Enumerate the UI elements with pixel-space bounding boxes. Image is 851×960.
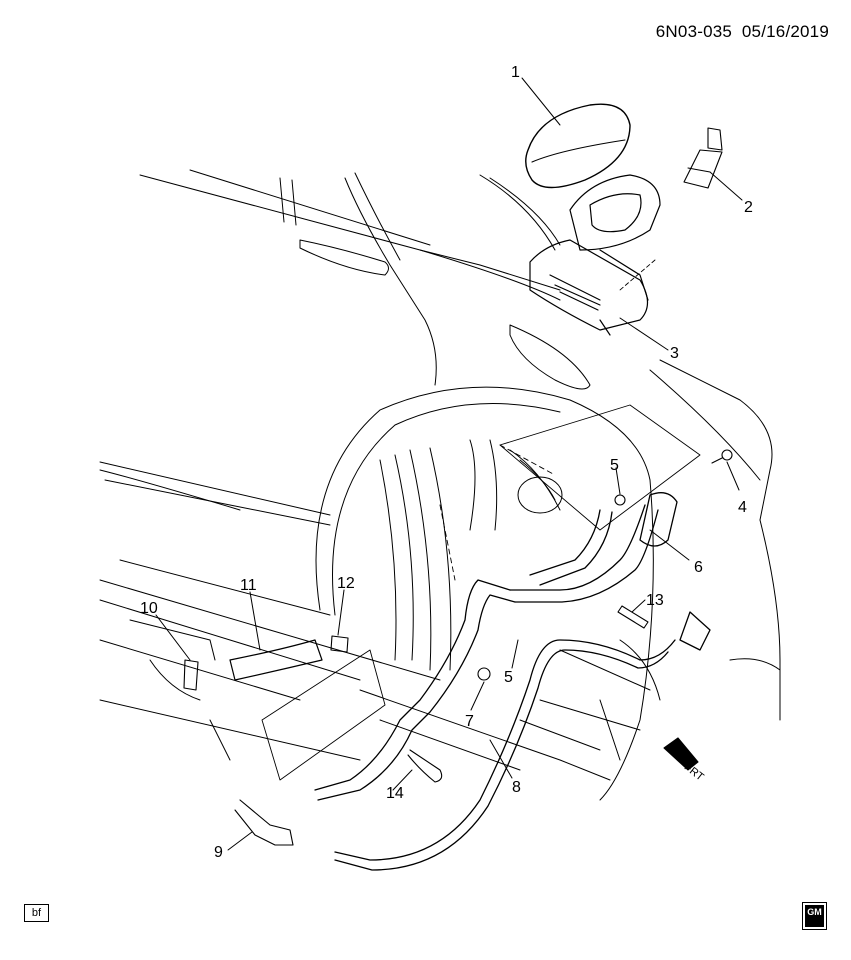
fuel-door	[525, 103, 631, 189]
diagram-date: 05/16/2019	[741, 22, 829, 41]
connector-9	[234, 799, 294, 846]
callout-12: 12	[337, 575, 355, 592]
assembly-lines	[261, 259, 701, 781]
strap-14	[407, 749, 443, 783]
callout-5b: 5	[504, 669, 513, 686]
front-direction-arrow-icon	[663, 737, 699, 771]
fuel-filler-pipe	[314, 492, 678, 801]
hose-11	[229, 639, 323, 681]
gm-logo-icon: GM	[802, 902, 827, 930]
callouts: 1 2 3 4 5 5 6 7 8 9 10 11 12 13 14 FRT	[140, 64, 753, 861]
callout-11: 11	[240, 577, 257, 594]
callout-8: 8	[512, 779, 521, 796]
plug-13	[617, 605, 649, 629]
diagram-id: 6N03-035	[655, 22, 733, 41]
fuel-nozzle-adapter	[683, 127, 723, 189]
footer-tag: bf	[24, 904, 49, 922]
bolt-7	[477, 667, 491, 681]
callout-6: 6	[694, 559, 703, 576]
nut-5-upper	[614, 494, 626, 506]
callout-1: 1	[511, 64, 520, 81]
clip-10	[183, 659, 199, 691]
callout-7: 7	[465, 713, 474, 730]
leader-lines	[155, 77, 743, 851]
bolt-4	[711, 449, 733, 464]
clamp-12	[330, 635, 349, 653]
callout-3: 3	[670, 345, 679, 362]
diagram-header: 6N03-035 05/16/2019	[656, 22, 829, 42]
vent-hose	[334, 611, 711, 871]
fuel-filler-housing	[529, 174, 661, 336]
callout-13: 13	[646, 592, 664, 609]
callout-14: 14	[386, 785, 404, 802]
vehicle-body-outline	[99, 169, 781, 801]
callout-5a: 5	[610, 457, 619, 474]
callout-4: 4	[738, 499, 747, 516]
gm-logo-text: GM	[805, 905, 824, 927]
callout-10: 10	[140, 600, 158, 617]
callout-2: 2	[744, 199, 753, 216]
frt-label: FRT	[682, 761, 706, 784]
callout-9: 9	[214, 844, 223, 861]
